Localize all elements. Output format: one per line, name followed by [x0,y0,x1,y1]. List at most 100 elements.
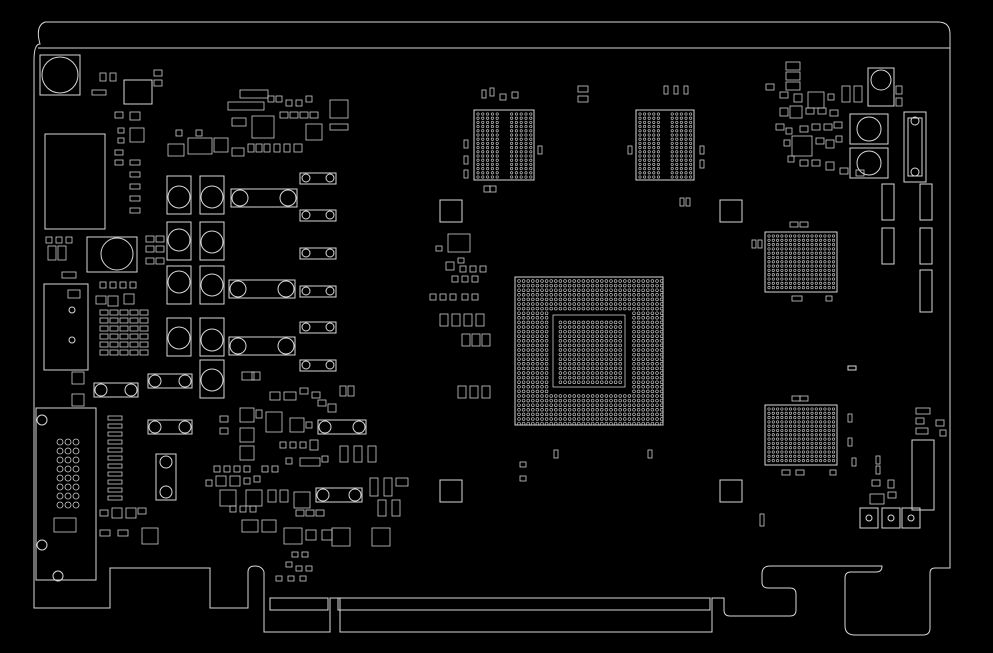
bga-ball [519,120,523,124]
bga-ball [793,450,797,454]
bga-ball [831,407,836,411]
bga-ball [641,343,645,348]
bga-ball [689,137,693,141]
bga-ball [490,158,494,162]
bga-ball [767,428,771,433]
bga-ball [590,394,595,398]
bga-ball [827,459,831,463]
smd-part [155,245,165,253]
smd-part [915,417,925,425]
bga-ball [784,411,788,415]
right-power-section [847,67,935,529]
bga-ball [586,394,590,398]
bga-ball [572,288,576,292]
bga-ball [819,286,823,290]
bga-ball [767,433,771,437]
smd-part [935,419,945,427]
smd-part [367,445,377,463]
bga-ball [675,112,679,116]
bga-ball [641,325,645,329]
bga-ball [646,385,650,389]
bga-ball [797,433,801,437]
smd-part [249,505,257,513]
dvi-pin [72,465,80,473]
bga-ball [675,133,679,137]
smd-part [213,137,229,153]
smd-part [155,235,165,243]
bga-ball [590,325,595,329]
bga-ball [531,329,535,334]
bga-ball [495,175,499,179]
bga-ball [476,112,480,116]
bga-ball [656,154,660,158]
bga-ball [827,437,831,441]
bga-ball [572,348,576,352]
bga-ball [638,137,642,141]
smd-part [239,505,247,513]
bga-ball [600,371,604,375]
bga-ball [823,446,827,450]
bga-ball [495,146,499,150]
bga-ball [797,243,801,247]
bga-ball [684,171,688,175]
bga-ball [581,348,586,352]
bga-ball [776,281,780,285]
smd-part [783,139,791,147]
bga-ball [577,279,581,283]
bga-ball [554,403,558,407]
bga-ball [823,268,827,272]
bga-ball [572,371,576,375]
smd-part [647,449,653,459]
bga-ball [814,428,818,433]
bga-ball [819,428,823,433]
bga-ball [646,362,650,366]
bga-ball [558,329,563,334]
bga-ball [788,264,793,268]
bga-ball [689,129,693,133]
bga-ball [514,175,518,179]
bga-ball [540,357,544,361]
dvi-pin [64,465,72,473]
bga-ball [514,171,518,175]
bga-ball [641,357,645,361]
bga-ball [636,389,641,394]
bga-ball [595,408,599,412]
bga-ball [814,243,818,247]
bga-ball [572,398,576,403]
bga-ball [609,421,613,426]
bga-ball [526,293,530,297]
bga-ball [623,288,627,292]
bga-ball [510,137,514,141]
bga-ball [641,320,645,325]
bga-ball [819,273,823,277]
bga-ball [780,407,784,411]
bga-ball [819,420,823,424]
bga-ball [514,125,518,129]
bga-ball [595,306,599,311]
smd-part [99,341,109,348]
bga-ball [618,417,622,421]
bga-ball [517,389,521,394]
bga-ball [776,264,780,268]
smd-part [825,161,835,171]
bga-ball [780,234,784,238]
bga-ball [767,238,771,242]
bga-ball [476,171,480,175]
bga-ball [613,412,618,417]
bga-ball [801,450,805,454]
smd-part [577,85,589,93]
bga-ball [650,408,655,412]
bga-ball [563,380,567,384]
bga-ball [519,125,523,129]
bga-ball [655,288,659,292]
bga-ball [510,154,514,158]
bga-ball [535,357,540,361]
bga-ball [590,320,595,325]
bga-ball [581,403,586,407]
bga-ball [831,416,836,420]
bga-ball [563,339,567,343]
bga-ball [632,375,636,380]
bga-ball [540,283,544,288]
bga-ball [558,362,563,366]
bga-ball [577,366,581,371]
